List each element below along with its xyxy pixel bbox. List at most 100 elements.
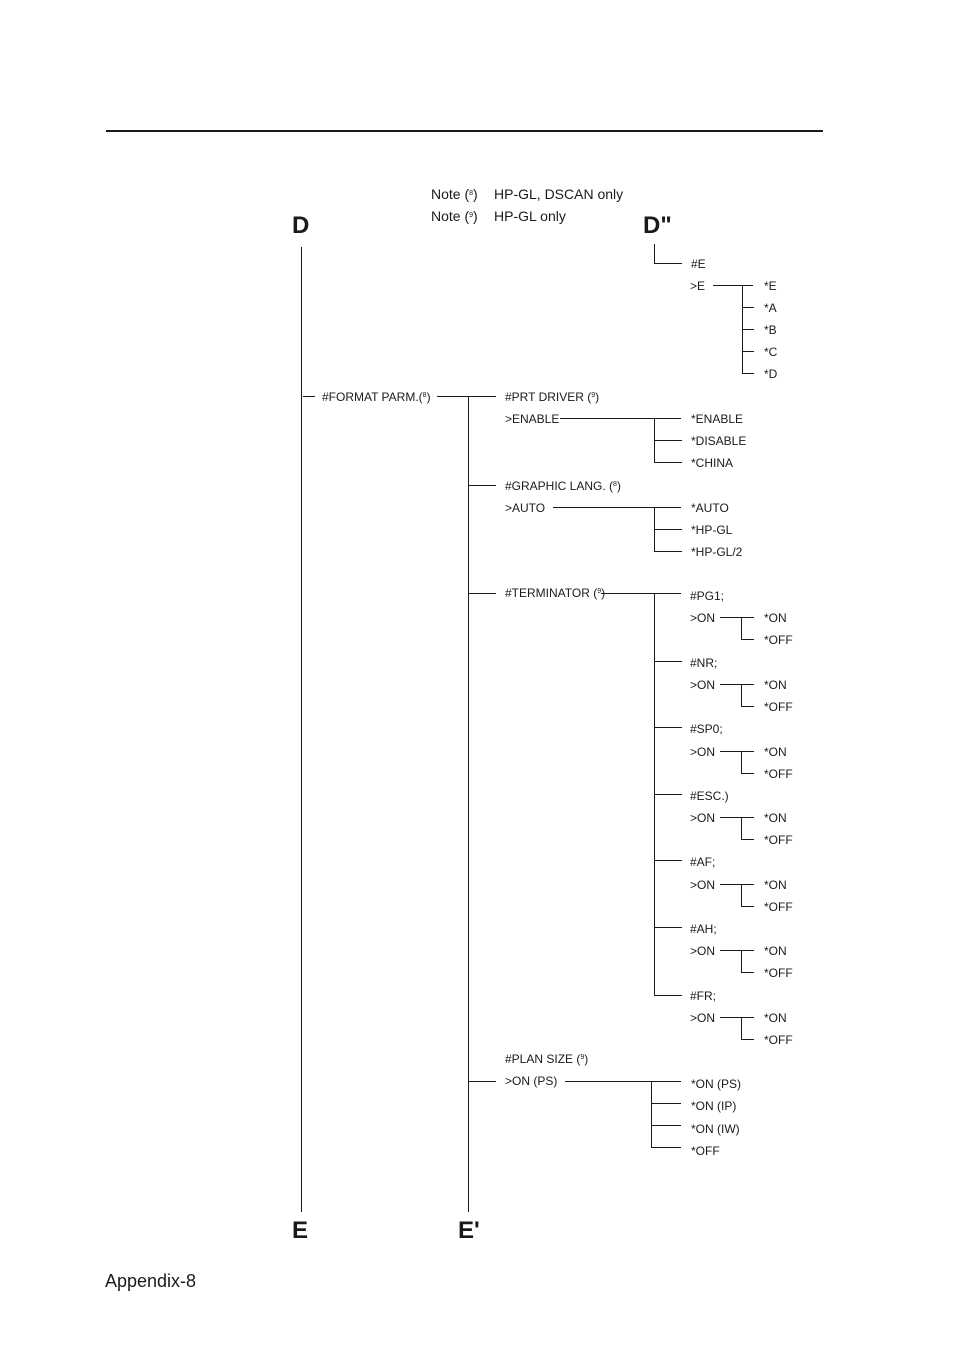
dpp-option: *B — [764, 323, 777, 337]
note-8: Note (8) — [431, 186, 478, 202]
terminator-item-option: *OFF — [764, 633, 793, 647]
plan-size-tick — [651, 1125, 681, 1126]
note-8-text: HP-GL, DSCAN only — [494, 186, 624, 202]
graphic-lang-selector: >AUTO — [505, 501, 546, 515]
terminator-label: #TERMINATOR (9) — [505, 586, 606, 600]
terminator-item-option: *ON — [764, 811, 787, 825]
connector-d: D — [292, 212, 310, 239]
terminator-item-option: *OFF — [764, 767, 793, 781]
terminator-item-line — [720, 817, 754, 818]
terminator-item-tick — [741, 972, 754, 973]
dpp-option: *D — [764, 367, 778, 381]
terminator-item-line — [720, 884, 754, 885]
terminator-item-branch — [654, 860, 682, 861]
plan-size-trunk — [651, 1081, 652, 1147]
terminator-item-selector: >ON — [690, 745, 716, 759]
prt-driver-tick — [654, 440, 682, 441]
prt-driver-selector: >ENABLE — [505, 412, 560, 426]
terminator-item-branch — [654, 927, 682, 928]
terminator-item-tick — [741, 639, 754, 640]
terminator-item-option: *OFF — [764, 1033, 793, 1047]
terminator-item-trunk — [741, 684, 742, 706]
terminator-item-option: *OFF — [764, 700, 793, 714]
dpp-selector: >E — [690, 279, 706, 293]
terminator-item-header: #AF; — [690, 855, 716, 869]
note-9: Note (9) — [431, 208, 478, 224]
plan-size-line — [565, 1081, 681, 1082]
dpp-option: *A — [764, 301, 777, 315]
terminator-item-trunk — [741, 1017, 742, 1039]
graphic-lang-option: *AUTO — [691, 501, 729, 515]
graphic-lang-option: *HP-GL/2 — [691, 545, 743, 559]
terminator-item-trunk — [741, 950, 742, 972]
terminator-item-option: *ON — [764, 678, 787, 692]
prt-driver-tick — [654, 462, 682, 463]
terminator-branch — [468, 593, 496, 594]
graphic-lang-tick — [654, 551, 682, 552]
dpp-branch — [654, 263, 682, 264]
terminator-item-line — [720, 617, 754, 618]
terminator-item-selector: >ON — [690, 611, 716, 625]
prt-driver-label: #PRT DRIVER (9) — [505, 390, 600, 404]
dpp-option: *C — [764, 345, 778, 359]
connector-d-double-prime: D" — [643, 212, 672, 239]
terminator-item-trunk — [741, 751, 742, 773]
terminator-item-branch — [654, 661, 682, 662]
dpp-header: #E — [691, 257, 706, 271]
terminator-item-branch — [654, 727, 682, 728]
terminator-item-selector: >ON — [690, 811, 716, 825]
prt-driver-option: *ENABLE — [691, 412, 744, 426]
graphic-lang-label: #GRAPHIC LANG. (8) — [505, 479, 621, 493]
terminator-item-header: #NR; — [690, 656, 718, 670]
plan-size-option: *OFF — [691, 1144, 720, 1158]
terminator-item-header: #AH; — [690, 922, 717, 936]
terminator-item-header: #PG1; — [690, 589, 725, 603]
terminator-item-header: #ESC.) — [690, 789, 729, 803]
terminator-item-tick — [741, 906, 754, 907]
terminator-item-line — [720, 684, 754, 685]
connector-e: E — [292, 1217, 309, 1244]
graphic-lang-line — [553, 507, 681, 508]
prt-driver-line — [560, 418, 681, 419]
graphic-lang-tick — [654, 529, 682, 530]
terminator-item-header: #FR; — [690, 989, 717, 1003]
plan-size-option: *ON (IP) — [691, 1099, 737, 1113]
format-parm-branch — [303, 396, 315, 397]
note-9-text: HP-GL only — [494, 208, 566, 224]
plan-size-branch — [468, 1081, 496, 1082]
plan-size-tick — [651, 1103, 681, 1104]
terminator-item-tick — [741, 773, 754, 774]
trunk-d-e — [301, 247, 302, 1212]
terminator-item-option: *OFF — [764, 900, 793, 914]
terminator-item-header: #SP0; — [690, 722, 723, 736]
dpp-selector-line — [713, 285, 753, 286]
terminator-item-tick — [741, 1039, 754, 1040]
terminator-item-option: *ON — [764, 745, 787, 759]
plan-size-tick — [651, 1147, 681, 1148]
plan-size-option: *ON (PS) — [691, 1077, 742, 1091]
terminator-item-selector: >ON — [690, 1011, 716, 1025]
terminator-item-selector: >ON — [690, 878, 716, 892]
terminator-item-tick — [741, 839, 754, 840]
terminator-item-branch — [654, 794, 682, 795]
format-parm-line — [437, 396, 496, 397]
plan-size-selector: >ON (PS) — [505, 1074, 558, 1088]
page-footer: Appendix-8 — [105, 1271, 197, 1291]
terminator-item-trunk — [741, 817, 742, 839]
terminator-item-option: *OFF — [764, 966, 793, 980]
graphic-lang-branch — [468, 485, 496, 486]
graphic-lang-option: *HP-GL — [691, 523, 733, 537]
terminator-item-line — [720, 950, 754, 951]
dpp-option: *E — [764, 279, 777, 293]
terminator-item-option: *ON — [764, 1011, 787, 1025]
dpp-tick — [742, 329, 754, 330]
terminator-item-selector: >ON — [690, 678, 716, 692]
plan-size-label: #PLAN SIZE (9) — [505, 1052, 589, 1066]
dpp-tick — [742, 373, 754, 374]
terminator-item-option: *ON — [764, 611, 787, 625]
terminator-item-selector: >ON — [690, 944, 716, 958]
dpp-stem — [654, 244, 655, 263]
terminator-item-tick — [741, 706, 754, 707]
terminator-item-trunk — [741, 884, 742, 906]
